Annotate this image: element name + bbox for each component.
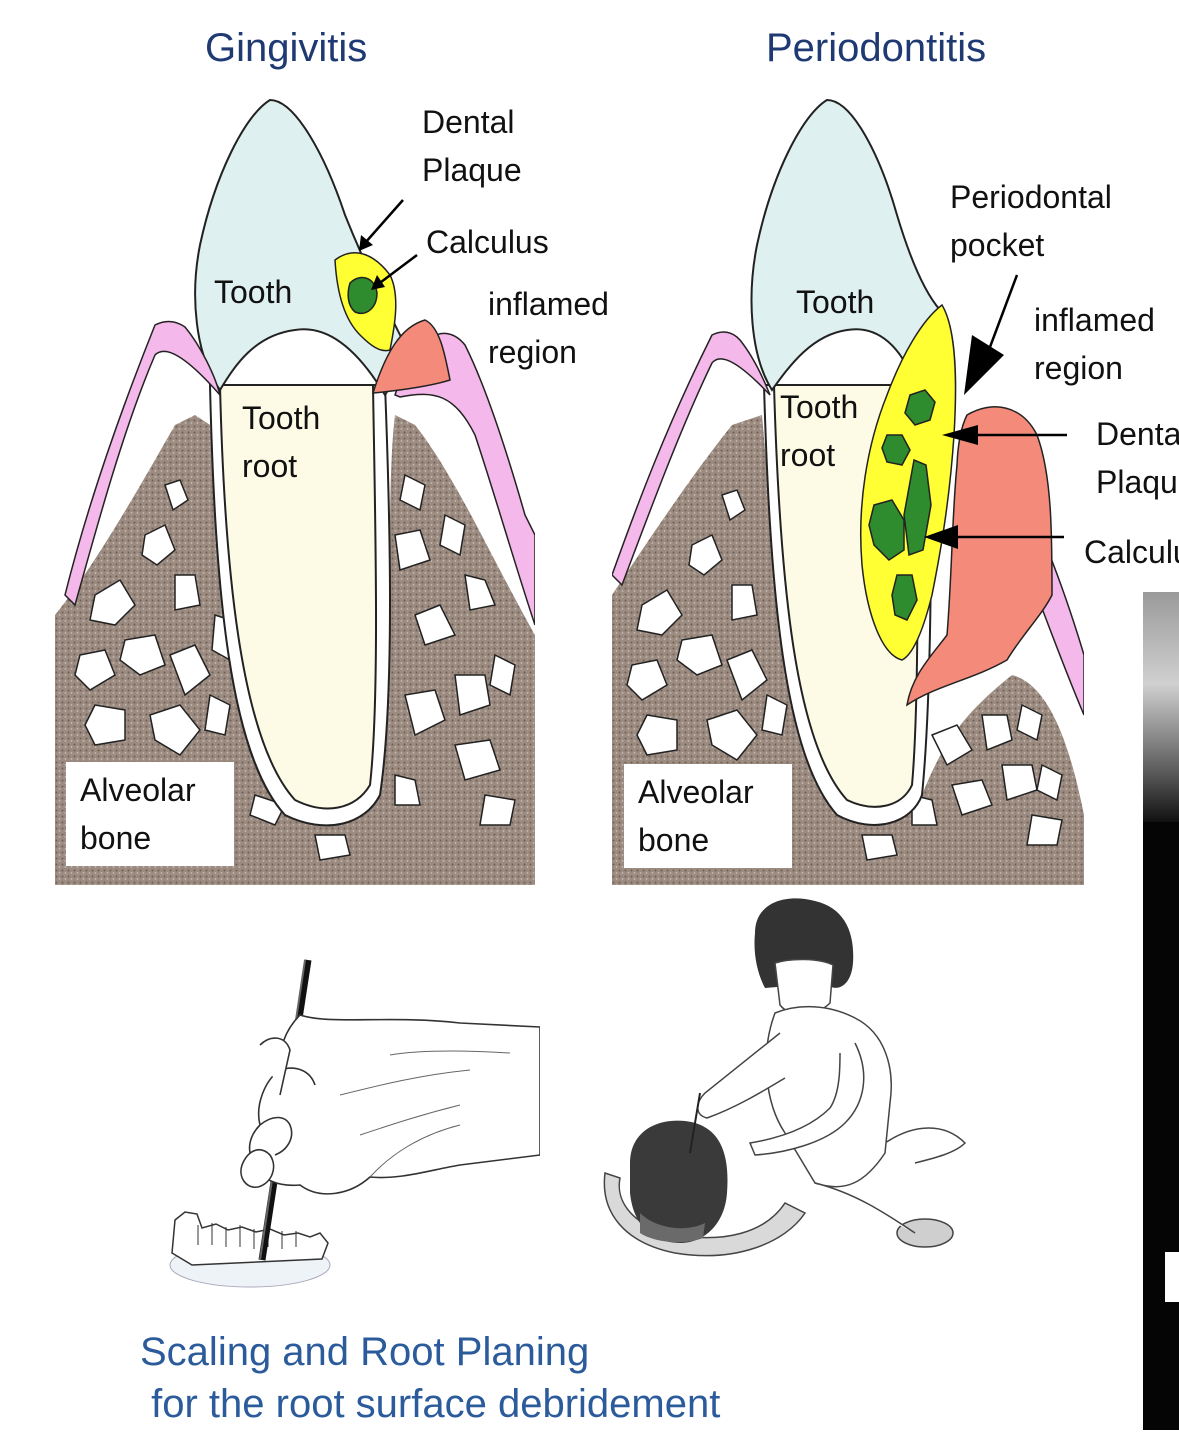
tooth-crown	[195, 100, 410, 395]
gingivitis-inflamed-label: inflamed region	[488, 280, 609, 376]
periodontitis-calculus-label: Calculus	[1084, 528, 1179, 576]
gingivitis-plaque-label: Dental Plaque	[422, 98, 522, 194]
periodontitis-plaque-label: Dental Plaque	[1096, 410, 1179, 506]
periodontitis-tooth-label: Tooth	[796, 278, 874, 326]
periodontitis-pocket-label: Periodontal pocket	[950, 173, 1112, 269]
periodontitis-inflamed-label: inflamed region	[1034, 296, 1155, 392]
gingivitis-bone-label: Alveolar bone	[66, 762, 234, 866]
gingivitis-root-label: Tooth root	[242, 394, 320, 490]
periodontitis-bone-label: Alveolar bone	[624, 764, 792, 868]
gingivitis-title: Gingivitis	[205, 26, 367, 71]
clinician-scaling-illustration	[585, 893, 985, 1283]
gingivitis-tooth-label: Tooth	[214, 268, 292, 316]
periodontitis-root-label: Tooth root	[780, 383, 858, 479]
caption: Scaling and Root Planing for the root su…	[140, 1326, 720, 1430]
hand-scaling-illustration	[160, 955, 540, 1305]
calculus	[348, 278, 377, 314]
periodontitis-title: Periodontitis	[766, 26, 986, 71]
cropped-photo	[1143, 592, 1179, 1430]
gingivitis-calculus-label: Calculus	[426, 218, 549, 266]
